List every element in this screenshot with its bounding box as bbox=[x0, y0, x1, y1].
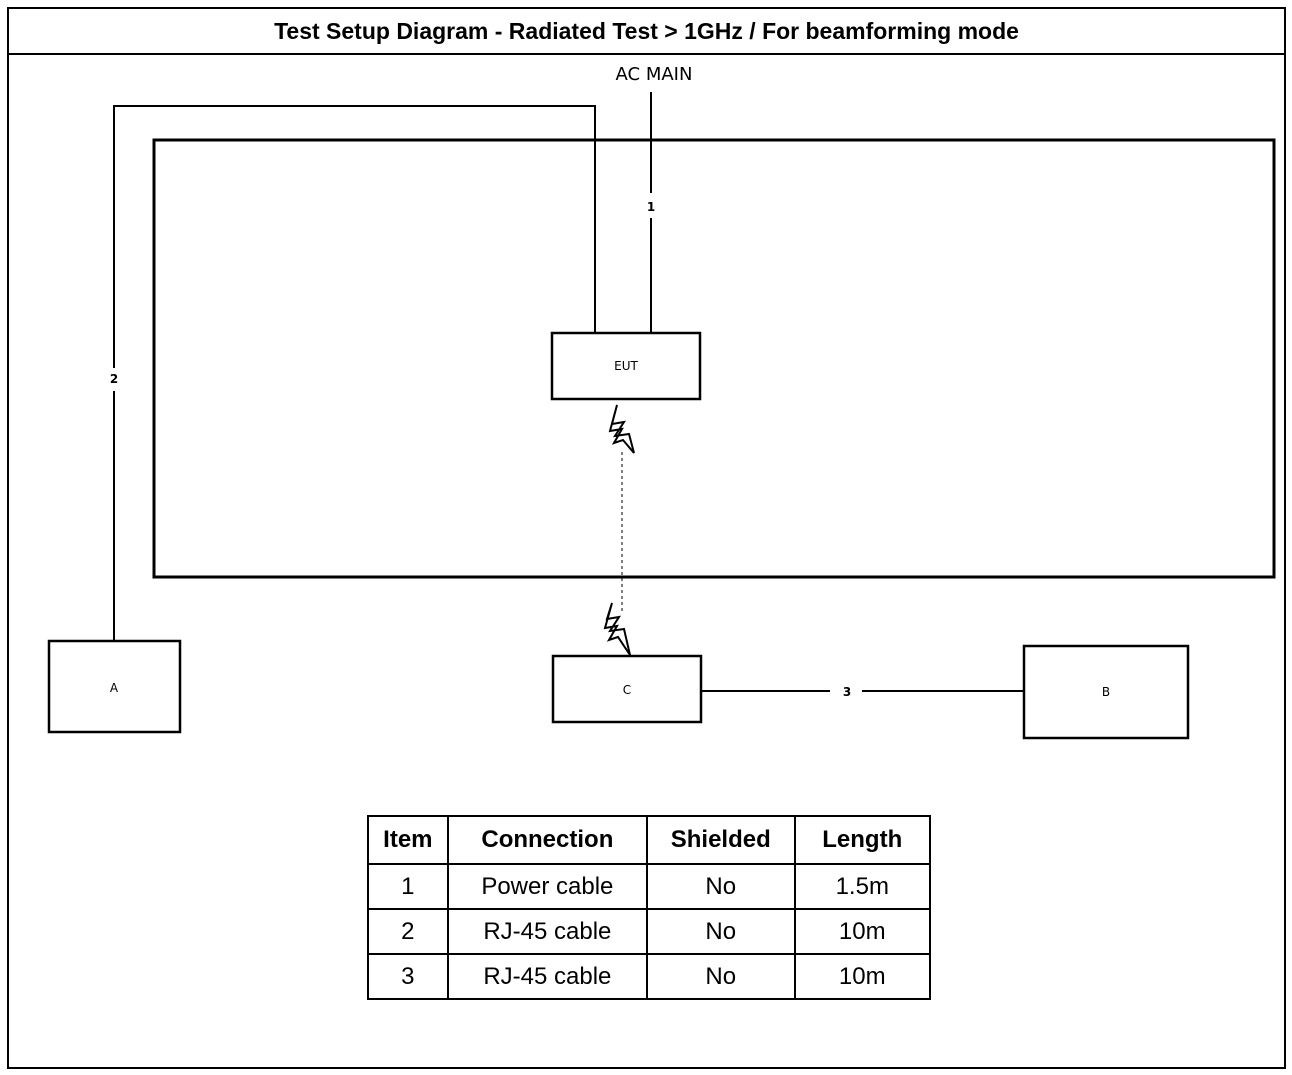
header-connection: Connection bbox=[446, 815, 649, 865]
test-chamber bbox=[152, 138, 1276, 579]
header-shielded: Shielded bbox=[646, 815, 796, 865]
cable-3-label: 3 bbox=[843, 685, 851, 699]
cell-length: 10m bbox=[793, 953, 932, 1000]
cable-table: Item Connection Shielded Length 1 Power … bbox=[367, 815, 932, 1000]
cell-item: 2 bbox=[367, 908, 449, 955]
box-c-label: C bbox=[623, 683, 631, 697]
table-row: 1 Power cable No 1.5m bbox=[367, 863, 932, 910]
cable-2-upper bbox=[113, 105, 596, 368]
cell-shielded: No bbox=[646, 863, 796, 910]
diagram-title: Test Setup Diagram - Radiated Test > 1GH… bbox=[7, 7, 1286, 55]
ac-main-label: AC MAIN bbox=[616, 64, 693, 85]
table-row: 3 RJ-45 cable No 10m bbox=[367, 953, 932, 1000]
box-b bbox=[1022, 644, 1190, 740]
eut-label: EUT bbox=[614, 359, 638, 373]
header-item: Item bbox=[367, 815, 449, 865]
table-row: 2 RJ-45 cable No 10m bbox=[367, 908, 932, 955]
cell-connection: RJ-45 cable bbox=[446, 953, 649, 1000]
cable-1-label: 1 bbox=[647, 200, 655, 214]
cell-connection: Power cable bbox=[446, 863, 649, 910]
box-b-label: B bbox=[1102, 685, 1110, 699]
cell-length: 1.5m bbox=[793, 863, 932, 910]
cable-2-label: 2 bbox=[110, 372, 118, 386]
cell-item: 3 bbox=[367, 953, 449, 1000]
cell-length: 10m bbox=[793, 908, 932, 955]
cell-shielded: No bbox=[646, 953, 796, 1000]
box-c bbox=[551, 654, 703, 724]
header-length: Length bbox=[793, 815, 932, 865]
cell-shielded: No bbox=[646, 908, 796, 955]
wireless-signal-icon bbox=[603, 602, 631, 656]
wireless-signal-icon bbox=[608, 404, 635, 454]
box-a-label: A bbox=[110, 681, 119, 695]
cell-connection: RJ-45 cable bbox=[446, 908, 649, 955]
eut-box bbox=[550, 331, 702, 401]
box-a bbox=[47, 639, 182, 734]
cell-item: 1 bbox=[367, 863, 449, 910]
table-header-row: Item Connection Shielded Length bbox=[367, 815, 932, 865]
